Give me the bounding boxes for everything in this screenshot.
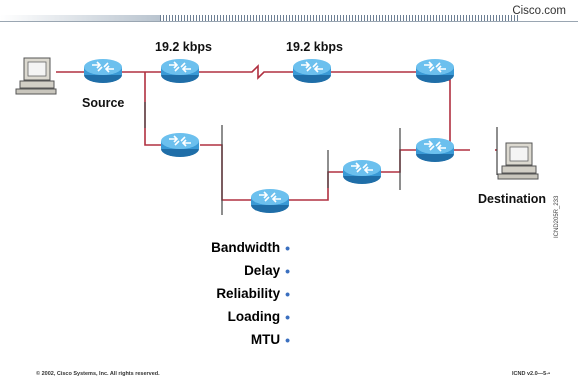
course-code: ICND v2.0—5-• xyxy=(512,371,550,377)
brand-label[interactable]: Cisco.com xyxy=(512,5,566,17)
metric-item: Reliability • xyxy=(120,282,290,305)
header-stripe xyxy=(160,15,520,21)
header-stripe-fade xyxy=(0,15,160,21)
router-top-right xyxy=(292,58,332,84)
bullet-icon: • xyxy=(285,262,290,279)
bullet-icon: • xyxy=(285,308,290,325)
bullet-icon: • xyxy=(285,331,290,348)
header-bar: Cisco.com xyxy=(0,0,578,22)
source-pc-icon xyxy=(15,57,57,95)
destination-label: Destination xyxy=(478,192,547,206)
network-links xyxy=(56,64,497,201)
copyright: © 2002, Cisco Systems, Inc. All rights r… xyxy=(36,371,160,377)
router-lower-left xyxy=(160,132,200,158)
figure-id: ICND205R_233 xyxy=(554,195,560,238)
link-label-2: 19.2 kbps xyxy=(286,40,343,54)
metric-item: Loading • xyxy=(120,305,290,328)
source-label: Source xyxy=(82,96,125,110)
metric-label: Bandwidth xyxy=(211,240,281,255)
metric-label: Delay xyxy=(244,263,281,278)
metric-label: Loading xyxy=(227,309,281,324)
link-label-1: 19.2 kbps xyxy=(155,40,212,54)
metric-label: MTU xyxy=(250,332,281,347)
router-bottom xyxy=(250,188,290,214)
destination-pc-icon xyxy=(497,142,539,180)
metric-item: Bandwidth • xyxy=(120,236,290,259)
metric-label: Reliability xyxy=(216,286,281,301)
metric-item: Delay • xyxy=(120,259,290,282)
router-lower-middle xyxy=(342,159,382,185)
header-divider xyxy=(0,21,578,22)
metric-list: Bandwidth• Delay• Reliability• Loading• … xyxy=(120,236,290,351)
router-top-left xyxy=(160,58,200,84)
metric-item: MTU • xyxy=(120,328,290,351)
router-source xyxy=(83,58,123,84)
bullet-icon: • xyxy=(285,239,290,256)
bullet-icon: • xyxy=(285,285,290,302)
router-lower-right xyxy=(415,137,455,163)
router-top-far-right xyxy=(415,58,455,84)
lan-segments xyxy=(144,102,498,215)
